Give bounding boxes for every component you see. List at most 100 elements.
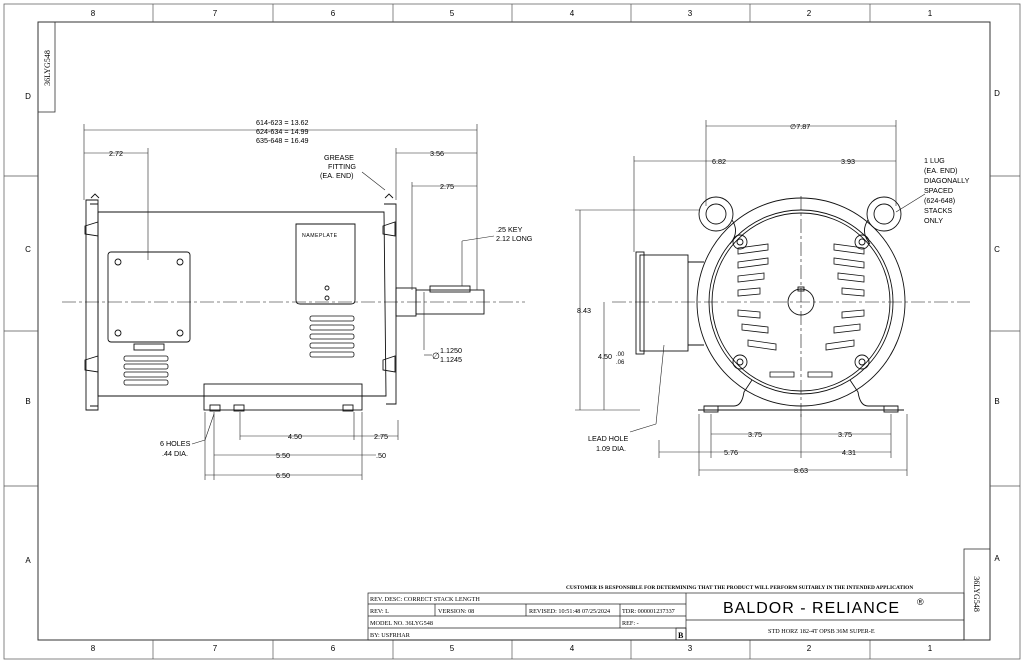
zone-row-right: D — [994, 89, 1000, 98]
zone-row-left: C — [25, 245, 31, 254]
tolerance-upper: .00 — [616, 352, 625, 358]
dim-3-56: 3.56 — [430, 149, 444, 158]
by: BY: USFRHAR — [370, 632, 411, 639]
end-vents — [737, 243, 865, 378]
lug-note-7: ONLY — [924, 216, 943, 225]
dim-4-31: 4.31 — [842, 448, 856, 457]
tdr: TDR: 000001237337 — [622, 608, 675, 615]
lead-hole-2: 1.09 DIA. — [596, 444, 626, 453]
grease-note-2: FITTING — [328, 162, 356, 171]
side-labels: 614-623 = 13.62 624-634 = 14.99 635-648 … — [109, 118, 533, 480]
outer-border — [3, 3, 1021, 660]
zone-col-top: 3 — [688, 9, 693, 18]
end-bolt — [732, 354, 748, 370]
stack-length-3: 635-648 = 16.49 — [256, 136, 309, 145]
drawing-id-bottom: 36LYG548 — [972, 576, 981, 612]
lug-note-6: STACKS — [924, 206, 952, 215]
lug-note-5: (624-648) — [924, 196, 955, 205]
dim-0-50: .50 — [376, 451, 386, 460]
model-no: MODEL NO. 36LYG548 — [370, 620, 433, 627]
ref: REF: - — [622, 620, 639, 627]
brand-registered-mark: ® — [917, 597, 924, 607]
description: STD HORZ 182-4T OPSB 36M SUPER-E — [768, 628, 875, 635]
zone-col-bottom: 7 — [213, 644, 218, 653]
zone-col-bottom: 6 — [331, 644, 336, 653]
end-shaft — [787, 288, 815, 316]
holes-note-1: 6 HOLES — [160, 439, 191, 448]
title-block-text: CUSTOMER IS RESPONSIBLE FOR DETERMINING … — [370, 585, 913, 640]
nameplate — [295, 223, 356, 305]
zone-col-top: 6 — [331, 9, 336, 18]
zone-col-bottom: 8 — [91, 644, 96, 653]
zone-row-right: A — [994, 554, 1000, 563]
end-bolt — [732, 234, 748, 250]
grease-note-1: GREASE — [324, 153, 354, 162]
dim-5-50: 5.50 — [276, 451, 290, 460]
zone-col-top: 7 — [213, 9, 218, 18]
zone-row-left: A — [25, 556, 31, 565]
shaft-key — [429, 285, 471, 293]
dim-2-72: 2.72 — [109, 149, 123, 158]
grease-note-3: (EA. END) — [320, 171, 354, 180]
dim-3-75-left: 3.75 — [748, 430, 762, 439]
zone-col-bottom: 2 — [807, 644, 812, 653]
brand-name: BALDOR - RELIANCE — [723, 600, 900, 617]
end-dimensions — [575, 120, 926, 476]
key-note-1: .25 KEY — [496, 225, 523, 234]
stack-length-1: 614-623 = 13.62 — [256, 118, 309, 127]
dim-8-63: 8.63 — [794, 466, 808, 475]
lug-note-1: 1 LUG — [924, 156, 945, 165]
side-dimensions — [83, 124, 495, 480]
zone-col-bottom: 4 — [570, 644, 575, 653]
shaft-dia-symbol: ∅ — [432, 351, 440, 361]
side-vents — [123, 315, 355, 386]
dim-2-75-top: 2.75 — [440, 182, 454, 191]
inner-border — [37, 21, 991, 641]
lug-note-4: SPACED — [924, 186, 953, 195]
title-block — [367, 592, 965, 641]
end-conduit-box — [639, 254, 689, 352]
zone-col-top: 5 — [450, 9, 455, 18]
end-labels: ∅7.87 6.82 3.93 8.43 4.50 .00 .06 1 LUG … — [577, 122, 970, 475]
dim-6-82: 6.82 — [712, 157, 726, 166]
zone-row-left: B — [25, 397, 30, 406]
height-8-43: 8.43 — [577, 306, 591, 315]
version: VERSION: 08 — [438, 608, 474, 615]
dim-2-75-bottom: 2.75 — [374, 432, 388, 441]
zone-col-top: 4 — [570, 9, 575, 18]
dim-4-50: 4.50 — [288, 432, 302, 441]
dim-3-75-right: 3.75 — [838, 430, 852, 439]
zone-col-bottom: 5 — [450, 644, 455, 653]
end-bolt — [854, 354, 870, 370]
lead-hole-1: LEAD HOLE — [588, 434, 629, 443]
zone-col-top: 1 — [928, 9, 933, 18]
tolerance-lower: .06 — [616, 360, 625, 366]
zone-row-right: C — [994, 245, 1000, 254]
zone-labels: 8 7 6 5 4 3 2 1 8 7 6 5 4 3 2 1 D C B A … — [25, 9, 1000, 653]
zone-col-bottom: 3 — [688, 644, 693, 653]
rev: REV: L — [370, 608, 389, 615]
key-note-2: 2.12 LONG — [496, 234, 533, 243]
shaft-height: 4.50 — [598, 352, 612, 361]
holes-note-2: .44 DIA. — [162, 449, 188, 458]
end-bolt — [854, 234, 870, 250]
zone-col-bottom: 1 — [928, 644, 933, 653]
end-frame-outer — [696, 197, 906, 407]
dim-6-50: 6.50 — [276, 471, 290, 480]
dim-3-93: 3.93 — [841, 157, 855, 166]
conduit-box — [107, 251, 191, 343]
drawing-id-box-top — [37, 21, 56, 113]
lug-note-3: DIAGONALLY — [924, 176, 970, 185]
dim-5-76: 5.76 — [724, 448, 738, 457]
nameplate-label: NAMEPLATE — [302, 233, 338, 239]
zone-row-right: B — [994, 397, 999, 406]
sheet-letter: B — [678, 631, 684, 640]
end-feet — [704, 379, 898, 407]
zone-col-top: 8 — [91, 9, 96, 18]
side-view — [62, 193, 525, 412]
grease-fitting-icon — [90, 193, 394, 199]
stack-length-2: 624-634 = 14.99 — [256, 127, 309, 136]
disclaimer: CUSTOMER IS RESPONSIBLE FOR DETERMINING … — [566, 585, 913, 591]
rev-desc: REV. DESC: CORRECT STACK LENGTH — [370, 596, 480, 603]
